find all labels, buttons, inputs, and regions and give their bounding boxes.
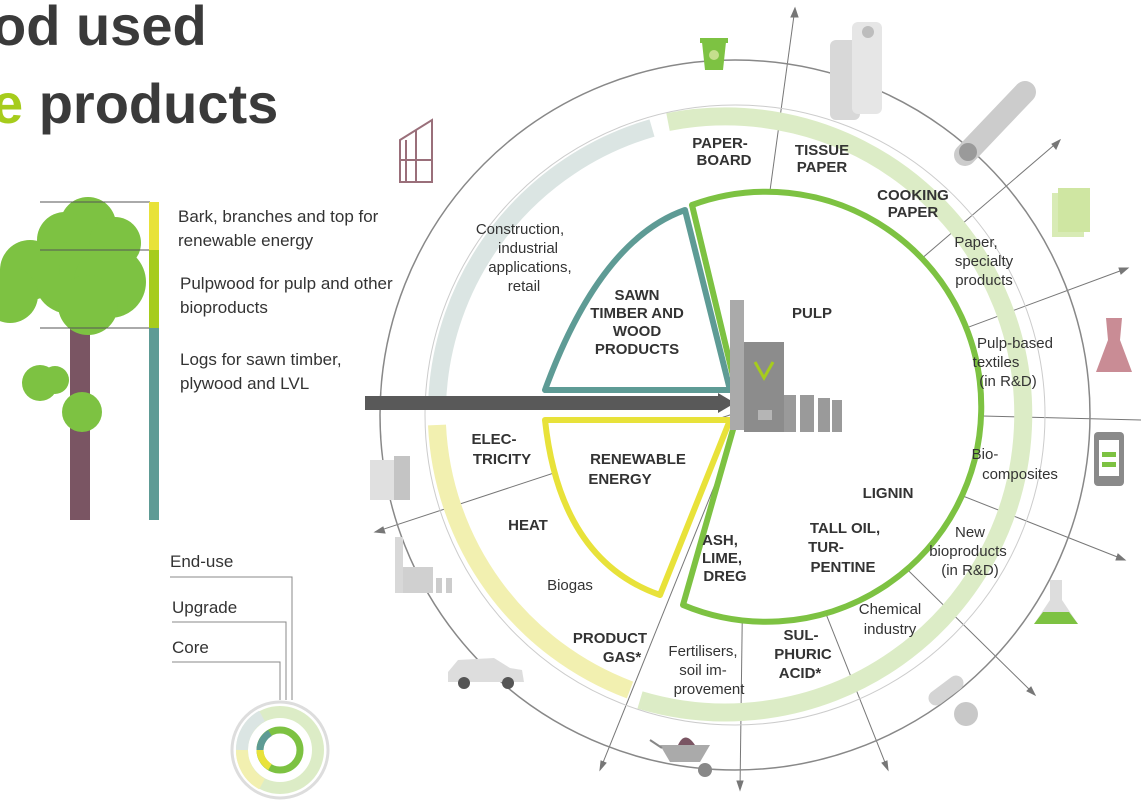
outer-ring [379,59,1091,771]
upgrade-tall-oil: TALL OIL,TUR-PENTINE [808,520,880,576]
end-use-biocomposites: Bio-composites [972,446,1058,483]
car-icon [448,658,524,689]
pills-icon [928,675,978,726]
legend-bar-bark [149,202,159,250]
end-use-biogas: Biogas [547,577,593,594]
tissue-roll-icon [830,22,882,120]
end-use-arc-construction [428,119,655,406]
flask-icon [1034,580,1078,624]
paper-stack-icon [1052,188,1090,237]
upgrade-heat: HEAT [508,517,548,534]
core-sawn-timber [542,207,733,393]
legend-bark: Bark, branches and top for renewable ene… [178,207,379,250]
upgrade-electricity: ELEC-TRICITY [472,431,532,468]
ring-legend-lines [170,576,293,700]
ring-legend-upgrade: Upgrade [172,598,238,617]
log-arrow [365,393,735,413]
upgrade-ash: ASH,LIME,DREG [702,532,747,585]
house-frame-icon [399,118,433,183]
title-line1: od used [0,0,207,57]
title-line2-text: products [23,72,279,135]
core-renewable-energy [542,417,733,598]
core-pulp-label: PULP [792,305,832,322]
wheelbarrow-icon [649,737,712,777]
phone-icon [1094,432,1124,486]
ring-legend-end-use: End-use [170,552,234,571]
paper-roll-icon [954,81,1036,166]
tree-icon [0,197,150,520]
end-use-arc-energy [428,424,634,699]
upgrade-ring [424,104,1046,726]
factory-icon [395,537,452,593]
title-line2: e products [0,76,278,132]
dress-icon [1096,318,1132,372]
end-use-fertilisers: Fertilisers,soil im-provement [668,643,745,698]
end-use-arc-pulp [637,107,1033,722]
building-icon [370,456,410,500]
ring-legend-core: Core [172,638,209,657]
mill-icon [730,300,842,432]
mini-ring-icon [230,700,330,800]
cup-icon [700,38,728,70]
legend-bar-logs [149,328,159,520]
legend-logs: Logs for sawn timber, plywood and LVL [180,350,342,393]
legend-bar-pulpwood [149,250,159,328]
upgrade-paperboard: PAPER-BOARD [692,135,751,169]
upgrade-lignin: LIGNIN [863,485,914,502]
title-accent: e [0,72,24,135]
legend-pulpwood: Pulpwood for pulp and other bioproducts [180,274,393,317]
